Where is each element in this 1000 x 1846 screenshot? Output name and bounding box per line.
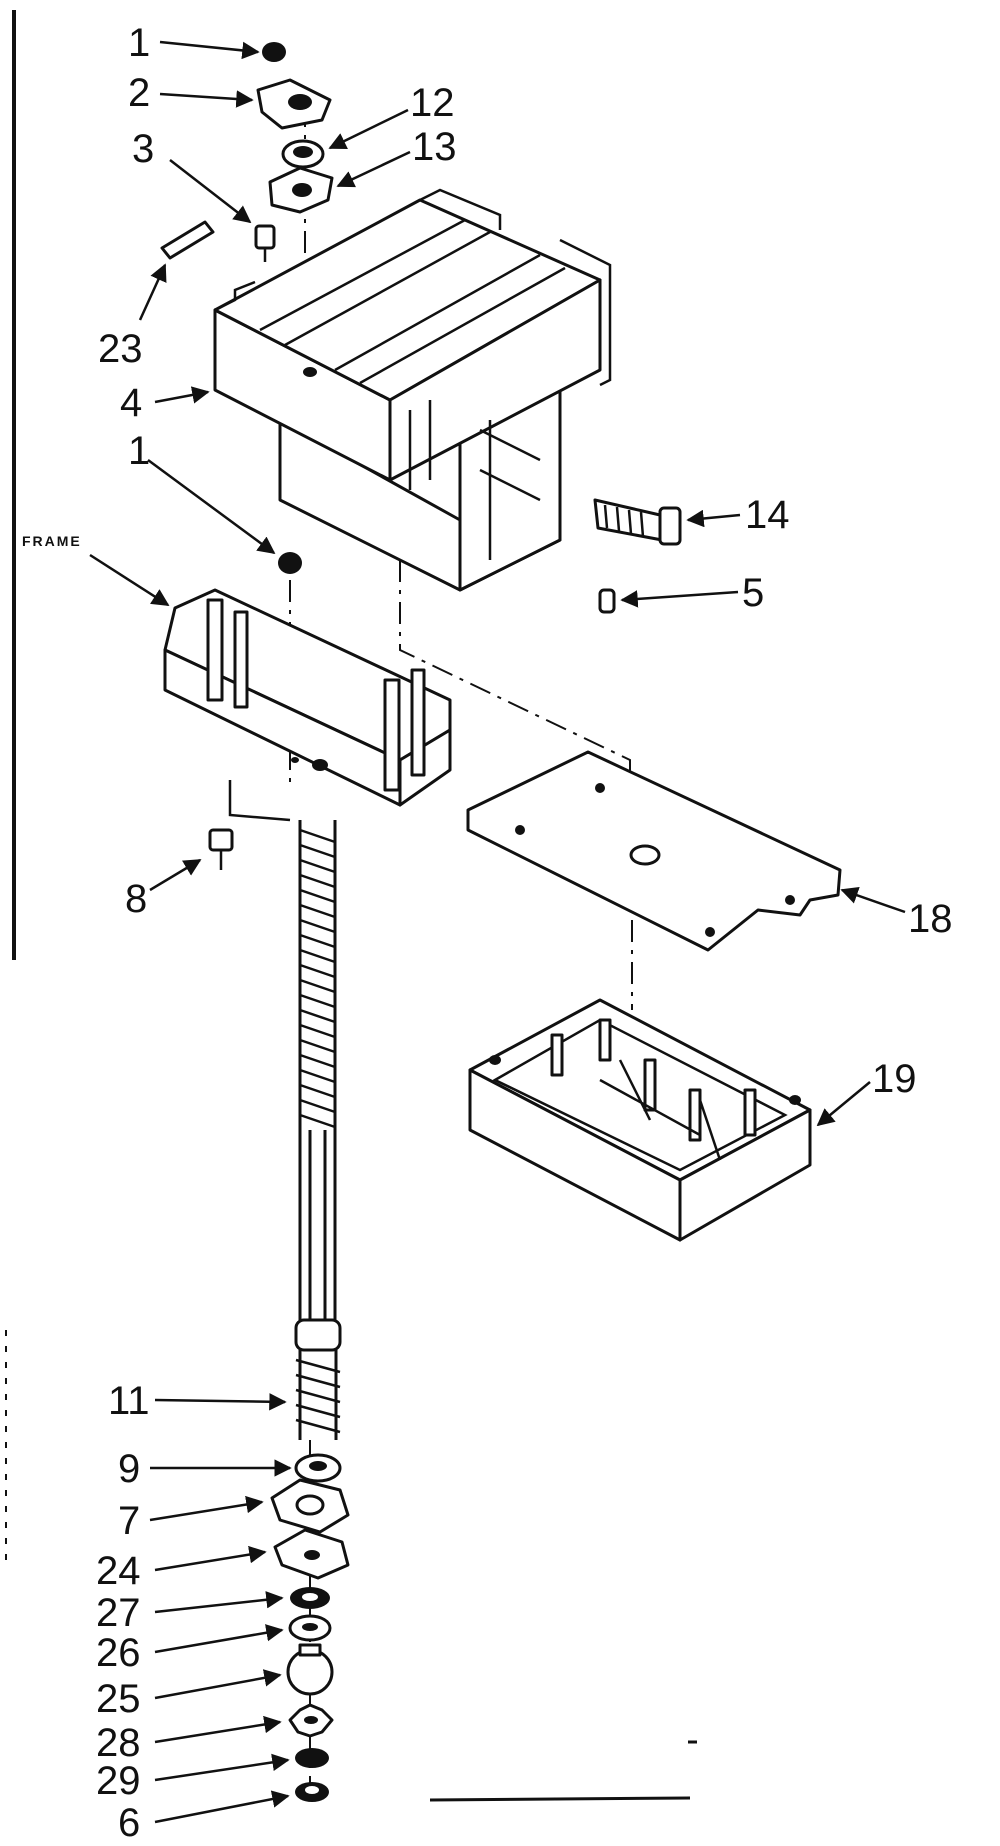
bottom-rule [429, 1796, 691, 1802]
callout-9: 9 [118, 1447, 140, 1491]
plate-18 [466, 750, 842, 952]
nut-29 [295, 1748, 329, 1768]
leader-frame [89, 553, 170, 607]
callout-19: 19 [872, 1057, 917, 1101]
leader-12 [328, 108, 409, 150]
callout-13: 13 [412, 125, 457, 169]
washer-26 [288, 1614, 332, 1642]
knob-25 [286, 1643, 334, 1696]
nut-1-mid [278, 552, 302, 574]
leader-5 [620, 590, 739, 608]
callout-7: 7 [118, 1499, 140, 1543]
box-19 [468, 998, 812, 1242]
clip-23 [160, 220, 215, 260]
leader-27 [154, 1591, 284, 1614]
callout-6: 6 [118, 1801, 140, 1845]
callout-4: 4 [120, 381, 142, 425]
leader-13 [336, 150, 411, 188]
callout-2: 2 [128, 71, 150, 115]
washer-9 [294, 1453, 342, 1483]
leader-19 [816, 1081, 871, 1127]
callout-3: 3 [132, 127, 154, 171]
callout-11: 11 [108, 1379, 150, 1423]
leader-24 [154, 1545, 267, 1572]
leader-28 [154, 1715, 282, 1744]
leader-1-mid [147, 458, 276, 555]
callout-frame: FRAME [22, 533, 82, 549]
housing-4 [213, 188, 612, 592]
washer-27 [290, 1587, 330, 1609]
callout-27: 27 [96, 1591, 141, 1635]
screw-3 [254, 224, 276, 262]
leader-3 [169, 159, 252, 224]
callout-8: 8 [125, 877, 147, 921]
frame [163, 588, 452, 822]
callout-1-mid: 1 [128, 429, 150, 473]
callout-29: 29 [96, 1759, 141, 1803]
callout-1-top: 1 [128, 21, 150, 65]
nut-1-top [262, 42, 286, 62]
leader-18 [840, 886, 906, 914]
plate-13 [268, 166, 334, 214]
leader-23 [138, 263, 167, 321]
callout-28: 28 [96, 1721, 141, 1765]
clip-5 [598, 588, 616, 614]
callout-12: 12 [410, 81, 455, 125]
leader-14 [686, 509, 741, 528]
leader-8 [149, 858, 202, 892]
callout-18: 18 [908, 897, 953, 941]
grommet-12 [281, 139, 325, 169]
leader-7 [149, 1495, 264, 1522]
leader-29 [154, 1753, 290, 1782]
leader-26 [154, 1624, 284, 1654]
star-washer-28 [288, 1703, 334, 1738]
plate-7 [270, 1478, 350, 1534]
leader-6 [154, 1790, 290, 1824]
leader-2 [159, 90, 254, 108]
callout-25: 25 [96, 1677, 141, 1721]
spring-rod [294, 820, 342, 1440]
leader-4 [154, 386, 210, 404]
cap-6 [295, 1782, 329, 1802]
retainer-2 [256, 78, 332, 130]
screw-8 [208, 828, 234, 870]
callout-23: 23 [98, 327, 143, 371]
leader-11 [154, 1393, 287, 1411]
callout-24: 24 [96, 1549, 141, 1593]
callout-5: 5 [742, 571, 764, 615]
plate-24 [273, 1528, 350, 1580]
callout-14: 14 [745, 493, 790, 537]
pin-14 [593, 498, 682, 546]
leader-1-top [159, 40, 260, 60]
leader-25 [154, 1669, 282, 1700]
callout-26: 26 [96, 1631, 141, 1675]
